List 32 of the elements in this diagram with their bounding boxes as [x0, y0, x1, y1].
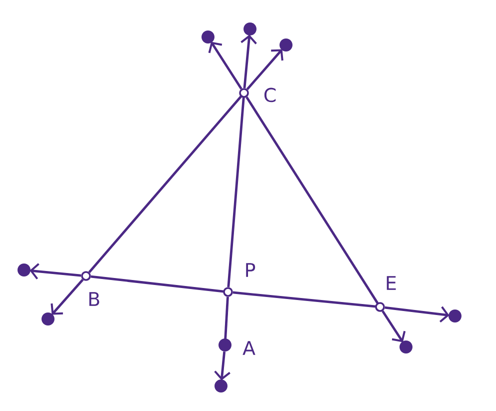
point [42, 312, 54, 326]
line [382, 310, 406, 342]
point [214, 380, 228, 392]
point [202, 30, 214, 44]
point [400, 340, 412, 354]
point [218, 338, 232, 352]
line [30, 263, 82, 280]
line [246, 49, 284, 90]
line [90, 275, 224, 293]
point-label: C [264, 88, 276, 102]
point [223, 287, 233, 297]
line [208, 42, 242, 90]
point-label: E [386, 276, 396, 290]
line [240, 34, 257, 88]
line [50, 278, 84, 315]
line [246, 96, 379, 304]
point [18, 264, 30, 276]
line [232, 291, 376, 308]
point-label: P [246, 263, 256, 277]
line [384, 306, 450, 323]
point [81, 271, 91, 281]
point [375, 302, 385, 312]
point [280, 38, 292, 52]
point-label: A [242, 341, 256, 355]
line [227, 96, 245, 288]
line [214, 352, 230, 380]
line [88, 95, 242, 274]
point-label: B [89, 292, 100, 306]
line [224, 296, 229, 340]
point [448, 310, 462, 322]
point [244, 22, 256, 36]
point [239, 88, 249, 98]
